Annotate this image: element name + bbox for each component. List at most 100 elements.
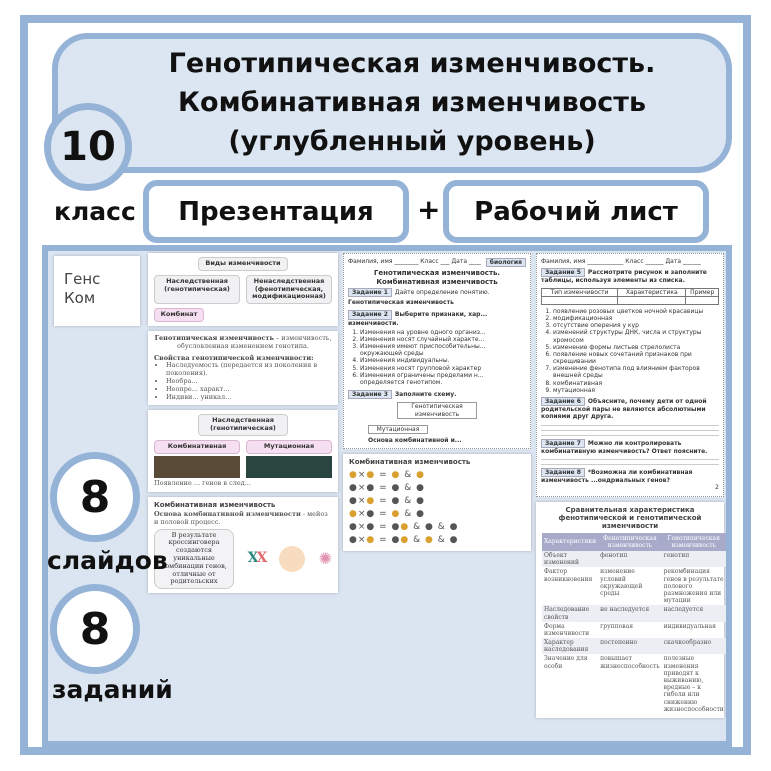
slide-5-subtitle-text: - мейоз и половой процесс. bbox=[154, 509, 328, 526]
slides-count-label: слайдов bbox=[47, 546, 168, 575]
photo-cows bbox=[154, 455, 240, 478]
ws1-title-1: Генотипическая изменчивость. bbox=[373, 269, 501, 278]
node-combinative: Комбинат bbox=[154, 308, 204, 322]
node-combinative: Комбинативная bbox=[154, 439, 240, 454]
ws1-list-item: Изменения имеют приспособительны... окру… bbox=[360, 343, 526, 357]
table-cell: Фактор возникновения bbox=[544, 568, 593, 583]
slide-2-types: Виды изменчивости Наследственная (геноти… bbox=[148, 253, 338, 326]
ws1-list: Изменения на уровне одного организ... Из… bbox=[348, 329, 526, 387]
tasks-count-number: 8 bbox=[79, 603, 111, 655]
table-header: Фенотипическая изменчивость bbox=[598, 532, 662, 552]
ws2-task-6-text: Объясните, почему дети от одной родитель… bbox=[541, 398, 707, 421]
ws2-list-item: изменение фенотипа под влиянием факторов… bbox=[553, 365, 719, 379]
table-cell: повышает жизнеспособность bbox=[600, 655, 660, 670]
property-item: Индиви... уникал... bbox=[166, 393, 332, 402]
table-cell: Объект изменений bbox=[542, 551, 599, 568]
node-mutational: Мутационная bbox=[246, 439, 332, 454]
photo-mutation bbox=[246, 455, 332, 478]
table-cell: Форма изменчивости bbox=[544, 622, 590, 637]
slide-7-comparison-table: Сравнительная характеристика фенотипичес… bbox=[536, 501, 726, 718]
title-line-3: (углубленный уровень) bbox=[228, 126, 596, 157]
ws2-task-8-text: *Возможна ли комбинативная изменчивость … bbox=[541, 468, 693, 485]
worksheet-column-1: Фамилия, имя ________ Класс ___ Дата ___… bbox=[343, 253, 531, 551]
crossing-over-note: В результате кроссинговера создаются уни… bbox=[154, 528, 234, 590]
ws1-task-3-text: Заполните схему. bbox=[394, 391, 457, 399]
table-cell: наследуется bbox=[661, 605, 726, 622]
slide-3-definition: Генотипическая изменчивость – изменчивос… bbox=[148, 330, 338, 406]
property-item: Наследуемость (передается из поколения в… bbox=[166, 362, 332, 378]
table-cell: Характер наследования bbox=[542, 638, 599, 655]
table-cell: групповая bbox=[600, 622, 634, 630]
ws2-task-6-tag: Задание 6 bbox=[541, 397, 585, 407]
slides-column: Виды изменчивости Наследственная (геноти… bbox=[148, 253, 338, 594]
ws1-basis: Основа комбинативной и... bbox=[368, 436, 462, 444]
ws2-page-number: 2 bbox=[715, 484, 719, 492]
ws2-list-item: изменение формы листьев стрелолиста bbox=[553, 344, 719, 351]
table-cell: Наследование свойств bbox=[542, 605, 599, 622]
ws1-scheme-root: Генотипическая изменчивость bbox=[397, 402, 477, 419]
slide-5-title: Комбинативная изменчивость bbox=[154, 500, 276, 509]
property-item: Необра... bbox=[166, 377, 332, 386]
definition-text: – изменчивость, обусловленная изменением… bbox=[177, 333, 332, 350]
cell-division-icon bbox=[278, 545, 305, 572]
slide-6-cats: Комбинативная изменчивость ●×● = ● & ● ●… bbox=[343, 454, 531, 551]
tasks-count-badge: 8 bbox=[50, 584, 140, 674]
table-cell: генотип bbox=[661, 551, 726, 568]
worksheet-column-2: Фамилия, имя ____________ Класс ______ Д… bbox=[536, 253, 726, 718]
ws2-task-7-tag: Задание 7 bbox=[541, 438, 585, 448]
definition-term: Генотипическая изменчивость bbox=[154, 333, 274, 342]
ws2-list: появление розовых цветков ночной красави… bbox=[541, 308, 719, 394]
properties-title: Свойства генотипической изменчивости: bbox=[154, 353, 314, 362]
ws1-task-3-tag: Задание 3 bbox=[348, 390, 392, 400]
ws2-list-item: появление новых сочетаний признаков при … bbox=[553, 351, 719, 365]
title-banner: Генотипическая изменчивость. Комбинативн… bbox=[52, 33, 732, 173]
ws1-subject: биология bbox=[485, 258, 526, 268]
ws2-task-7-text: Можно ли контролировать комбинативную из… bbox=[541, 439, 708, 455]
cat-crossing-grid: ●×● = ● & ● ●×● = ● & ● ●×● = ● & ● ●×● … bbox=[349, 469, 459, 545]
ws1-list-item: Изменения носят случайный характе... bbox=[360, 336, 526, 343]
table-cell: полезные изменения приводят к выживанию,… bbox=[663, 655, 724, 713]
table-cell: Значение для особи bbox=[544, 655, 588, 670]
slide-4-hereditary: Наследственная (генотипическая) Комбинат… bbox=[148, 410, 338, 492]
ws1-task-2-tag: Задание 2 bbox=[348, 310, 392, 320]
ws1-task-1-tag: Задание 1 bbox=[348, 287, 392, 298]
ws2-list-item: мутационная bbox=[553, 387, 719, 394]
table-header: Характеристики bbox=[542, 532, 599, 552]
slide-5-subtitle-term: Основа комбинативной изменчивости bbox=[154, 509, 301, 518]
presentation-button[interactable]: Презентация bbox=[143, 180, 409, 243]
ws2-header: Фамилия, имя ____________ Класс ______ Д… bbox=[541, 258, 701, 265]
property-item: Неопре... характ... bbox=[166, 385, 332, 394]
ws2-task-5-text: Рассмотрите рисунок и заполните таблицы,… bbox=[541, 269, 707, 285]
ws2-list-item: модификационная bbox=[553, 315, 719, 322]
ws1-list-item: Изменения индивидуальны. bbox=[360, 357, 526, 364]
ws2-list-item: комбинативная bbox=[553, 380, 719, 387]
slide-1-title-b: Ком bbox=[64, 289, 96, 307]
table-cell: рекомбинация генов в результате полового… bbox=[663, 568, 724, 605]
ws1-scheme-leaf: Мутационная bbox=[368, 424, 428, 434]
plus-sign: + bbox=[417, 193, 441, 226]
table-cell: не наследуется bbox=[598, 605, 662, 622]
node-nonhereditary: Ненаследственная (фенотипическая, модифи… bbox=[246, 274, 332, 305]
tasks-count-label: заданий bbox=[52, 675, 173, 704]
worksheet-page-2: Фамилия, имя ____________ Класс ______ Д… bbox=[536, 253, 724, 497]
table-cell: постепенно bbox=[598, 638, 662, 655]
table-row: Форма изменчивости групповая индивидуальна… bbox=[542, 622, 726, 638]
table-cell: скачкообразно bbox=[661, 638, 726, 655]
ws2-list-item: отсутствие оперения у кур bbox=[553, 322, 719, 329]
ws2-task-8-tag: Задание 8 bbox=[541, 467, 585, 478]
slides-count-badge: 8 bbox=[50, 452, 140, 542]
grade-badge: 10 bbox=[44, 103, 132, 191]
table-cell: индивидуальная bbox=[663, 622, 716, 630]
grade-label: класс bbox=[54, 197, 136, 226]
node-hereditary: Наследственная (генотипическая) bbox=[198, 414, 288, 436]
table-cell: изменение условий окружающей среды bbox=[600, 568, 643, 597]
worksheet-button[interactable]: Рабочий лист bbox=[443, 180, 709, 243]
slide-7-title: Сравнительная характеристика фенотипичес… bbox=[558, 505, 702, 531]
chromosomes-icon: XX bbox=[247, 550, 268, 567]
ws2-list-item: появление розовых цветков ночной красави… bbox=[553, 308, 719, 315]
ws1-task-1-text: Дайте определение понятию. bbox=[394, 288, 490, 296]
